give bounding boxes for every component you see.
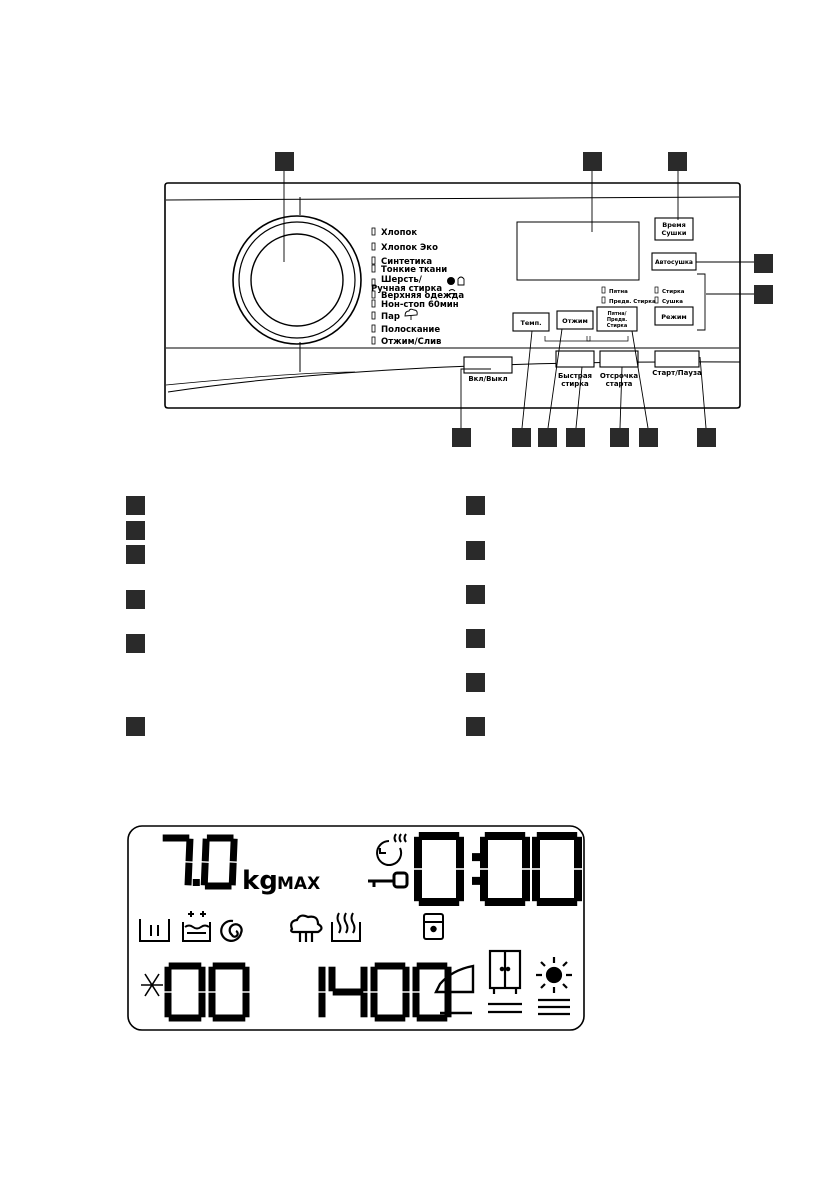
outerwear-icon bbox=[448, 289, 456, 296]
temp-button[interactable]: Темп. bbox=[512, 312, 550, 332]
bracket-line bbox=[697, 273, 706, 331]
program-label: Хлопок Эко bbox=[381, 243, 438, 253]
delay-start-button[interactable]: Отсрочка старта bbox=[599, 350, 639, 388]
program-label: Тонкие ткани bbox=[381, 265, 447, 275]
control-panel-diagram: Хлопок Хлопок Эко Синтетика Тонкие ткани… bbox=[164, 152, 773, 447]
program-dial[interactable] bbox=[232, 215, 362, 345]
button-group-lines bbox=[544, 336, 629, 342]
start-pause-label: Старт/Пауза bbox=[652, 369, 702, 377]
spin-icon bbox=[220, 919, 243, 942]
temp-label: Темп. bbox=[520, 319, 541, 327]
power-label: Вкл/Выкл bbox=[468, 375, 507, 383]
program-label: Пар bbox=[381, 312, 400, 322]
mode-button[interactable]: Режим bbox=[654, 306, 694, 326]
stains-prewash-button[interactable]: Пятна/ Предв. Стирка bbox=[596, 306, 638, 332]
auto-dry-label: Автосушка bbox=[655, 259, 693, 266]
prewash-indicator: Предв. Стирка bbox=[609, 299, 656, 305]
unit-max: MAX bbox=[277, 874, 320, 894]
delay-start-label: Отсрочка bbox=[600, 372, 639, 380]
time-readout bbox=[414, 832, 582, 906]
legend-marker bbox=[466, 496, 485, 515]
steam-icon bbox=[290, 914, 323, 942]
drying-time-label: Сушки bbox=[662, 229, 687, 237]
legend-marker bbox=[126, 496, 145, 515]
spin-label: Отжим bbox=[562, 317, 588, 325]
program-label: Полоскание bbox=[381, 325, 440, 335]
colon-dot bbox=[472, 853, 480, 862]
delay-start-label: старта bbox=[606, 380, 633, 388]
legend-marker bbox=[466, 629, 485, 648]
wardrobe-icon bbox=[488, 949, 522, 1014]
temperature-readout bbox=[164, 962, 250, 1022]
colon-dot bbox=[472, 876, 480, 885]
door-lock-icon bbox=[423, 913, 444, 940]
quick-wash-label: стирка bbox=[561, 380, 589, 388]
stains-indicator: Пятна bbox=[609, 289, 628, 295]
legend-marker bbox=[126, 634, 145, 653]
key-icon bbox=[368, 871, 409, 889]
spin-button[interactable]: Отжим bbox=[556, 310, 594, 330]
lcd-digit bbox=[532, 832, 582, 906]
program-label: Ручная стирка bbox=[371, 284, 442, 294]
panel-outline bbox=[164, 182, 741, 409]
unit-kg: kg bbox=[242, 866, 278, 896]
drying-time-label: Время bbox=[662, 221, 686, 229]
legend-marker bbox=[466, 717, 485, 736]
legend-marker bbox=[466, 541, 485, 560]
lcd-digit bbox=[480, 832, 530, 906]
program-label: Отжим/Слив bbox=[381, 337, 441, 347]
program-list: Хлопок Хлопок Эко Синтетика Тонкие ткани… bbox=[371, 227, 465, 347]
sun-icon bbox=[536, 957, 572, 1016]
quick-wash-label: Быстрая bbox=[558, 372, 592, 380]
snowflake-icon bbox=[141, 973, 163, 997]
legend-marker bbox=[126, 590, 145, 609]
program-label: Синтетика bbox=[381, 257, 432, 267]
stains-label: Стирка bbox=[607, 323, 627, 329]
quick-wash-button[interactable]: Быстрая стирка bbox=[555, 350, 595, 388]
indicator-panel: Пятна Предв. Стирка Стирка Сушка bbox=[601, 286, 685, 305]
lcd-digit bbox=[164, 962, 206, 1022]
lcd-digit bbox=[208, 962, 250, 1022]
rinse-plus-icon bbox=[182, 911, 211, 942]
decimal-point bbox=[192, 879, 200, 886]
lcd-digit bbox=[162, 834, 194, 886]
clock-icon bbox=[376, 833, 407, 866]
prewash-icon bbox=[139, 919, 170, 942]
spin-readout bbox=[318, 962, 452, 1022]
lcd-digit bbox=[328, 966, 368, 1018]
program-label: Нон-стоп 60мин bbox=[381, 300, 459, 310]
program-label: Хлопок bbox=[381, 228, 417, 238]
legend-marker bbox=[466, 673, 485, 692]
mode-label: Режим bbox=[661, 313, 687, 321]
wool-icon bbox=[447, 276, 465, 286]
stains-label: Предв. bbox=[607, 317, 627, 323]
lcd-frame bbox=[127, 825, 585, 1031]
auto-dry-button[interactable]: Автосушка bbox=[651, 252, 697, 271]
power-button[interactable]: Вкл/Выкл bbox=[463, 356, 513, 383]
legend-marker bbox=[126, 521, 145, 540]
drying-time-button[interactable]: Время Сушки bbox=[654, 217, 694, 241]
display-window bbox=[516, 221, 640, 281]
lcd-digit bbox=[414, 832, 464, 906]
start-pause-button[interactable]: Старт/Пауза bbox=[652, 350, 702, 377]
program-label: Верхняя одежда bbox=[381, 291, 464, 301]
callout-markers bbox=[275, 152, 773, 447]
steam-icon bbox=[404, 308, 418, 320]
stains-label: Пятна/ bbox=[608, 311, 627, 317]
lcd-digit bbox=[412, 962, 452, 1022]
legend-marker bbox=[126, 545, 145, 564]
program-label: Шерсть/ bbox=[381, 275, 423, 285]
legend-marker bbox=[126, 717, 145, 736]
weight-readout bbox=[162, 834, 238, 890]
dry-heat-icon bbox=[331, 912, 361, 942]
lcd-digit bbox=[200, 834, 238, 890]
iron-icon bbox=[434, 964, 475, 1015]
wash-indicator: Стирка bbox=[662, 289, 685, 295]
lcd-digit bbox=[370, 962, 410, 1022]
legend-marker bbox=[466, 585, 485, 604]
dry-indicator: Сушка bbox=[662, 299, 683, 305]
leader-lines bbox=[283, 170, 756, 429]
